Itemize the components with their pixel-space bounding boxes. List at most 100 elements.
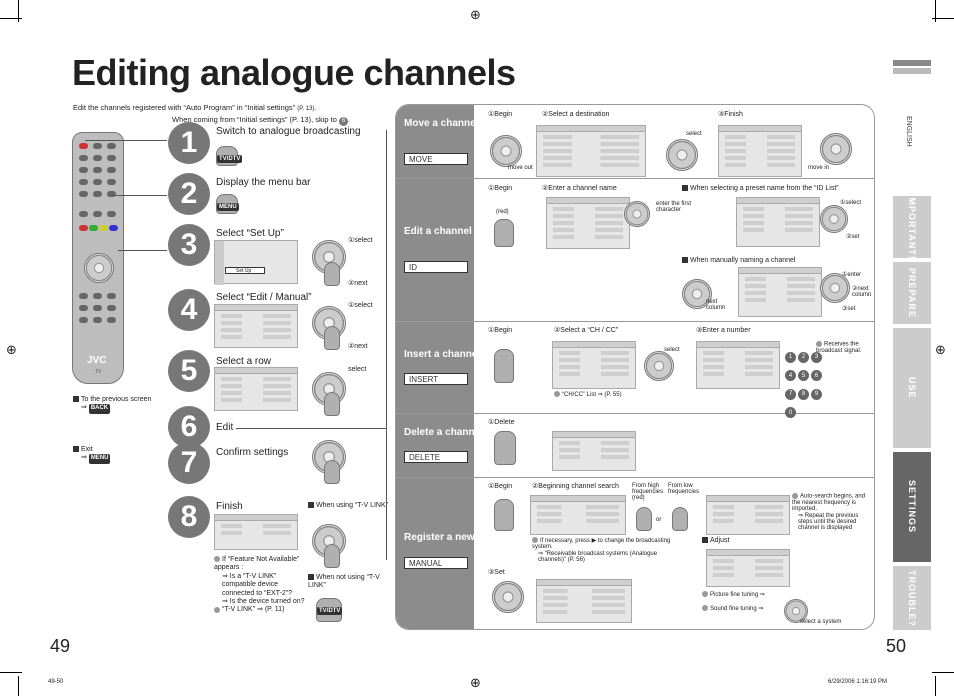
back-button[interactable]: BACK	[88, 404, 111, 414]
hand-press-icon	[324, 262, 340, 286]
tv-dtv-button[interactable]: TV/DTV	[217, 155, 243, 163]
tv-screen-search-result	[706, 495, 790, 535]
section-divider	[396, 321, 874, 322]
control-dial-icon[interactable]	[820, 205, 848, 233]
note-text: “CH/CC” List ⇒ (P. 55)	[562, 392, 622, 398]
tab-use[interactable]: USE	[893, 328, 931, 448]
page-number-left: 49	[50, 636, 71, 656]
tv-screen-menu-bar: Set Up	[214, 240, 298, 285]
move-step-dest: ②Select a destination	[542, 111, 610, 118]
menu-button[interactable]: MENU	[217, 203, 239, 211]
section-title-move: Move a channel’s position	[404, 118, 529, 129]
connector-line	[112, 195, 167, 196]
step-label-7: Confirm settings	[216, 447, 289, 458]
note-text: ⇒ Is the device turned on?	[222, 597, 305, 605]
hand-press-icon	[636, 507, 652, 531]
note-text: Receives the broadcast signal.	[816, 341, 862, 354]
step-number-5: 5	[168, 350, 210, 392]
control-dial-icon[interactable]	[820, 133, 852, 165]
note-text: When selecting a preset name from the “I…	[690, 185, 839, 192]
tv-screen-channel-list	[214, 367, 298, 411]
tv-screen-setup-menu	[214, 304, 298, 348]
insert-step-select-ch: ②Select a “CH / CC”	[554, 327, 619, 334]
tv-dtv-button[interactable]: TV/DTV	[317, 607, 343, 615]
tab-trouble[interactable]: TROUBLE?	[893, 566, 931, 630]
crop-mark	[932, 18, 954, 19]
insert-receives-note: Receives the broadcast signal.	[816, 341, 874, 354]
annot-move-out: move out	[508, 165, 533, 171]
step-number-8: 8	[168, 496, 210, 538]
edit-step-begin: ①Begin	[488, 185, 513, 192]
footer-left: 49-50	[48, 679, 64, 685]
annot-select-system: select a system	[800, 619, 842, 625]
step-number-6: 6	[168, 406, 210, 448]
tab-important[interactable]: IMPORTANT!	[893, 194, 931, 260]
tv-screen-edit-name	[546, 197, 630, 249]
hand-press-icon: MENU	[216, 194, 239, 214]
annot-set: ②set	[846, 234, 860, 240]
registration-mark-icon: ⊕	[470, 7, 481, 22]
intro-ref: (P. 13).	[297, 106, 317, 112]
control-dial-icon[interactable]	[682, 279, 712, 309]
intro-line2: When coming from “Initial settings” (P. …	[172, 115, 350, 126]
tab-english: ENGLISH	[905, 116, 912, 147]
note-text: Exit	[81, 446, 93, 453]
step-label-1: Switch to analogue broadcasting	[216, 126, 361, 137]
step-number-2: 2	[168, 173, 210, 215]
crop-mark	[932, 672, 954, 673]
connector-line	[85, 140, 167, 141]
annot-or: or	[656, 517, 662, 523]
note-text: To the previous screen	[81, 396, 152, 403]
annot-select: ①select	[840, 200, 862, 206]
note-text: When manually naming a channel	[690, 257, 796, 264]
hand-press-icon	[494, 431, 516, 465]
annot-next: ②next	[348, 280, 368, 287]
section-divider	[396, 178, 874, 179]
tab-settings[interactable]: SETTINGS	[893, 452, 931, 562]
section-title-delete: Delete a channel	[404, 427, 483, 438]
edit-preset-heading: When selecting a preset name from the “I…	[682, 185, 839, 193]
crop-mark	[18, 676, 19, 696]
intro-line1: Edit the channels registered with “Auto …	[73, 103, 316, 112]
control-dial-icon[interactable]	[820, 273, 850, 303]
note-text: When using “T-V LINK”	[316, 502, 388, 509]
delete-step: ①Delete	[488, 419, 515, 426]
register-step-begin: ①Begin	[488, 483, 513, 490]
edit-step-enter-name: ②Enter a channel name	[542, 185, 617, 192]
connector-line	[386, 130, 387, 560]
remote-subtitle: TV	[95, 369, 102, 375]
page-number-right: 50	[886, 636, 907, 656]
step-label-6: Edit	[216, 422, 234, 433]
note-using-tvlink: When using “T-V LINK”	[308, 502, 388, 510]
control-dial-icon[interactable]	[624, 201, 650, 227]
insert-step-enter-number: ③Enter a number	[696, 327, 751, 334]
step-label-3: Select “Set Up”	[216, 228, 284, 239]
crop-mark	[18, 0, 19, 22]
section-title-manual: Register a new channel	[404, 532, 516, 543]
tab-prepare[interactable]: PREPARE	[893, 262, 931, 324]
control-dial-icon[interactable]	[666, 139, 698, 171]
hand-press-icon	[324, 544, 340, 568]
insert-chcc-note: “CH/CC” List ⇒ (P. 55)	[554, 391, 622, 398]
section-code-id: ID	[404, 261, 468, 273]
hand-press-icon: TV/DTV	[316, 598, 343, 622]
control-dial-icon[interactable]	[644, 351, 674, 381]
tv-screen-move-finish	[718, 125, 802, 177]
note-text: Sound fine tuning ⇒	[710, 606, 764, 612]
section-divider	[396, 477, 874, 478]
section-sidebar	[396, 105, 474, 629]
hand-press-icon	[324, 392, 340, 416]
setup-menu-item: Set Up	[225, 267, 265, 274]
annot-select: select	[664, 347, 680, 353]
crop-mark	[935, 676, 936, 696]
menu-button[interactable]: MENU	[88, 454, 111, 464]
control-dial-icon[interactable]	[492, 581, 524, 613]
tv-screen-set	[536, 579, 632, 623]
section-code-move: MOVE	[404, 153, 468, 165]
control-dial-icon[interactable]	[490, 135, 522, 167]
page-title: Editing analogue channels	[72, 52, 516, 93]
step-number-4: 4	[168, 289, 210, 331]
control-dial-icon[interactable]	[784, 599, 808, 623]
move-step-begin: ①Begin	[488, 111, 513, 118]
